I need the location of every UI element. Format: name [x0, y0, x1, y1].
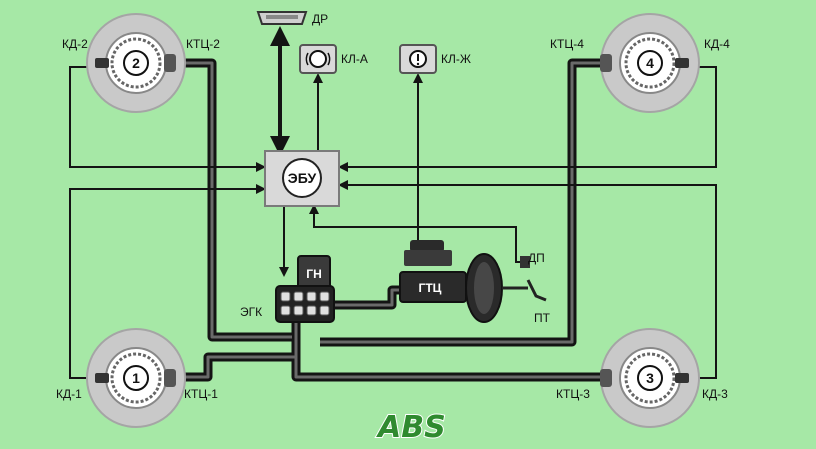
cylinder-label-ktc4: КТЦ-4: [550, 37, 584, 51]
wire-kd1: [69, 184, 266, 379]
sensor-label-kd3: КД-3: [702, 387, 728, 401]
sensor-label-kd2: КД-2: [62, 37, 88, 51]
abs-logo: ABS: [376, 410, 446, 445]
master-cylinder-label: ГТЦ: [419, 281, 442, 295]
wheel-3-number: 3: [646, 370, 654, 386]
sensor-label-kd1: КД-1: [56, 387, 82, 401]
brake-lines: [174, 58, 606, 382]
pump-label: ГН: [306, 267, 321, 281]
wheel-2-number: 2: [132, 55, 140, 71]
modulator-label: ЭГК: [240, 305, 262, 319]
wheel-1: [86, 328, 186, 428]
diagnostic-label: ДР: [312, 12, 328, 26]
wheel-4-number: 4: [646, 55, 654, 71]
wheel-2: [86, 13, 186, 113]
sensor-label-kd4: КД-4: [704, 37, 730, 51]
signal-wires: [69, 66, 717, 379]
cylinder-label-ktc1: КТЦ-1: [184, 387, 218, 401]
fluid-lamp-icon: [409, 50, 427, 68]
ecu-label: ЭБУ: [288, 170, 317, 186]
fluid-lamp-label: КЛ-Ж: [441, 52, 471, 66]
master-cylinder: ГТЦ: [399, 240, 547, 323]
cylinder-label-ktc2: КТЦ-2: [186, 37, 220, 51]
brake-line-wheel-1: [176, 322, 301, 382]
wire-dp-ecu: [309, 204, 522, 263]
abs-lamp-label: КЛ-А: [341, 52, 368, 66]
hydraulic-unit: ГН ЭГК: [240, 255, 335, 323]
fluid-lamp: КЛ-Ж: [399, 44, 471, 74]
wire-kd2: [69, 66, 266, 172]
wire-kd4: [338, 66, 717, 172]
pedal-sensor-label: ДП: [528, 251, 545, 265]
pedal-label: ПТ: [534, 311, 551, 325]
wheel-3: [600, 328, 700, 428]
cylinder-label-ktc3: КТЦ-3: [556, 387, 590, 401]
abs-lamp: КЛ-А: [299, 44, 368, 74]
abs-lamp-icon: [305, 50, 331, 68]
wheel-4: [600, 13, 700, 113]
wheel-1-number: 1: [132, 370, 140, 386]
brake-line-wheel-3: [291, 330, 606, 382]
diagnostic-connector: ДР: [256, 11, 328, 26]
ecu-block: ЭБУ: [264, 150, 340, 207]
wire-kd3: [338, 180, 717, 379]
